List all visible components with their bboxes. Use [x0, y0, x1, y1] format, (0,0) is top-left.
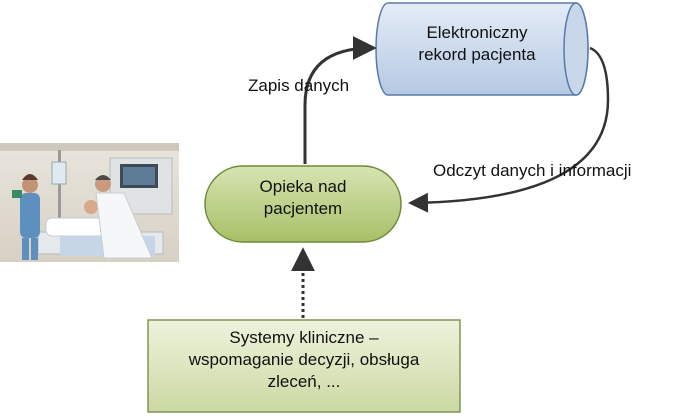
ehr-cylinder	[375, 2, 589, 96]
care-label: Opieka nad pacjentem	[205, 176, 401, 220]
clinical-label-line2: wspomaganie decyzji, obsługa	[188, 350, 420, 369]
read-edge-label: Odczyt danych i informacji	[433, 161, 632, 180]
care-label-line1: Opieka nad	[259, 177, 347, 196]
ehr-label-line1: Elektroniczny	[426, 23, 528, 42]
write-arrow	[303, 36, 377, 164]
care-label-line2: pacjentem	[263, 199, 343, 218]
clinical-label-line1: Systemy kliniczne –	[229, 328, 379, 347]
ehr-label-line2: rekord pacjenta	[418, 45, 536, 64]
read-arrow	[408, 46, 610, 213]
patient-care-node	[204, 165, 402, 243]
clinical-label-line3: zleceń, ...	[267, 372, 341, 391]
hospital-photo	[0, 143, 179, 262]
clinical-systems-node	[147, 319, 461, 413]
clinical-label: Systemy kliniczne – wspomaganie decyzji,…	[148, 327, 460, 393]
write-edge-label: Zapis danych	[248, 76, 350, 95]
ehr-label: Elektroniczny rekord pacjenta	[378, 22, 576, 66]
